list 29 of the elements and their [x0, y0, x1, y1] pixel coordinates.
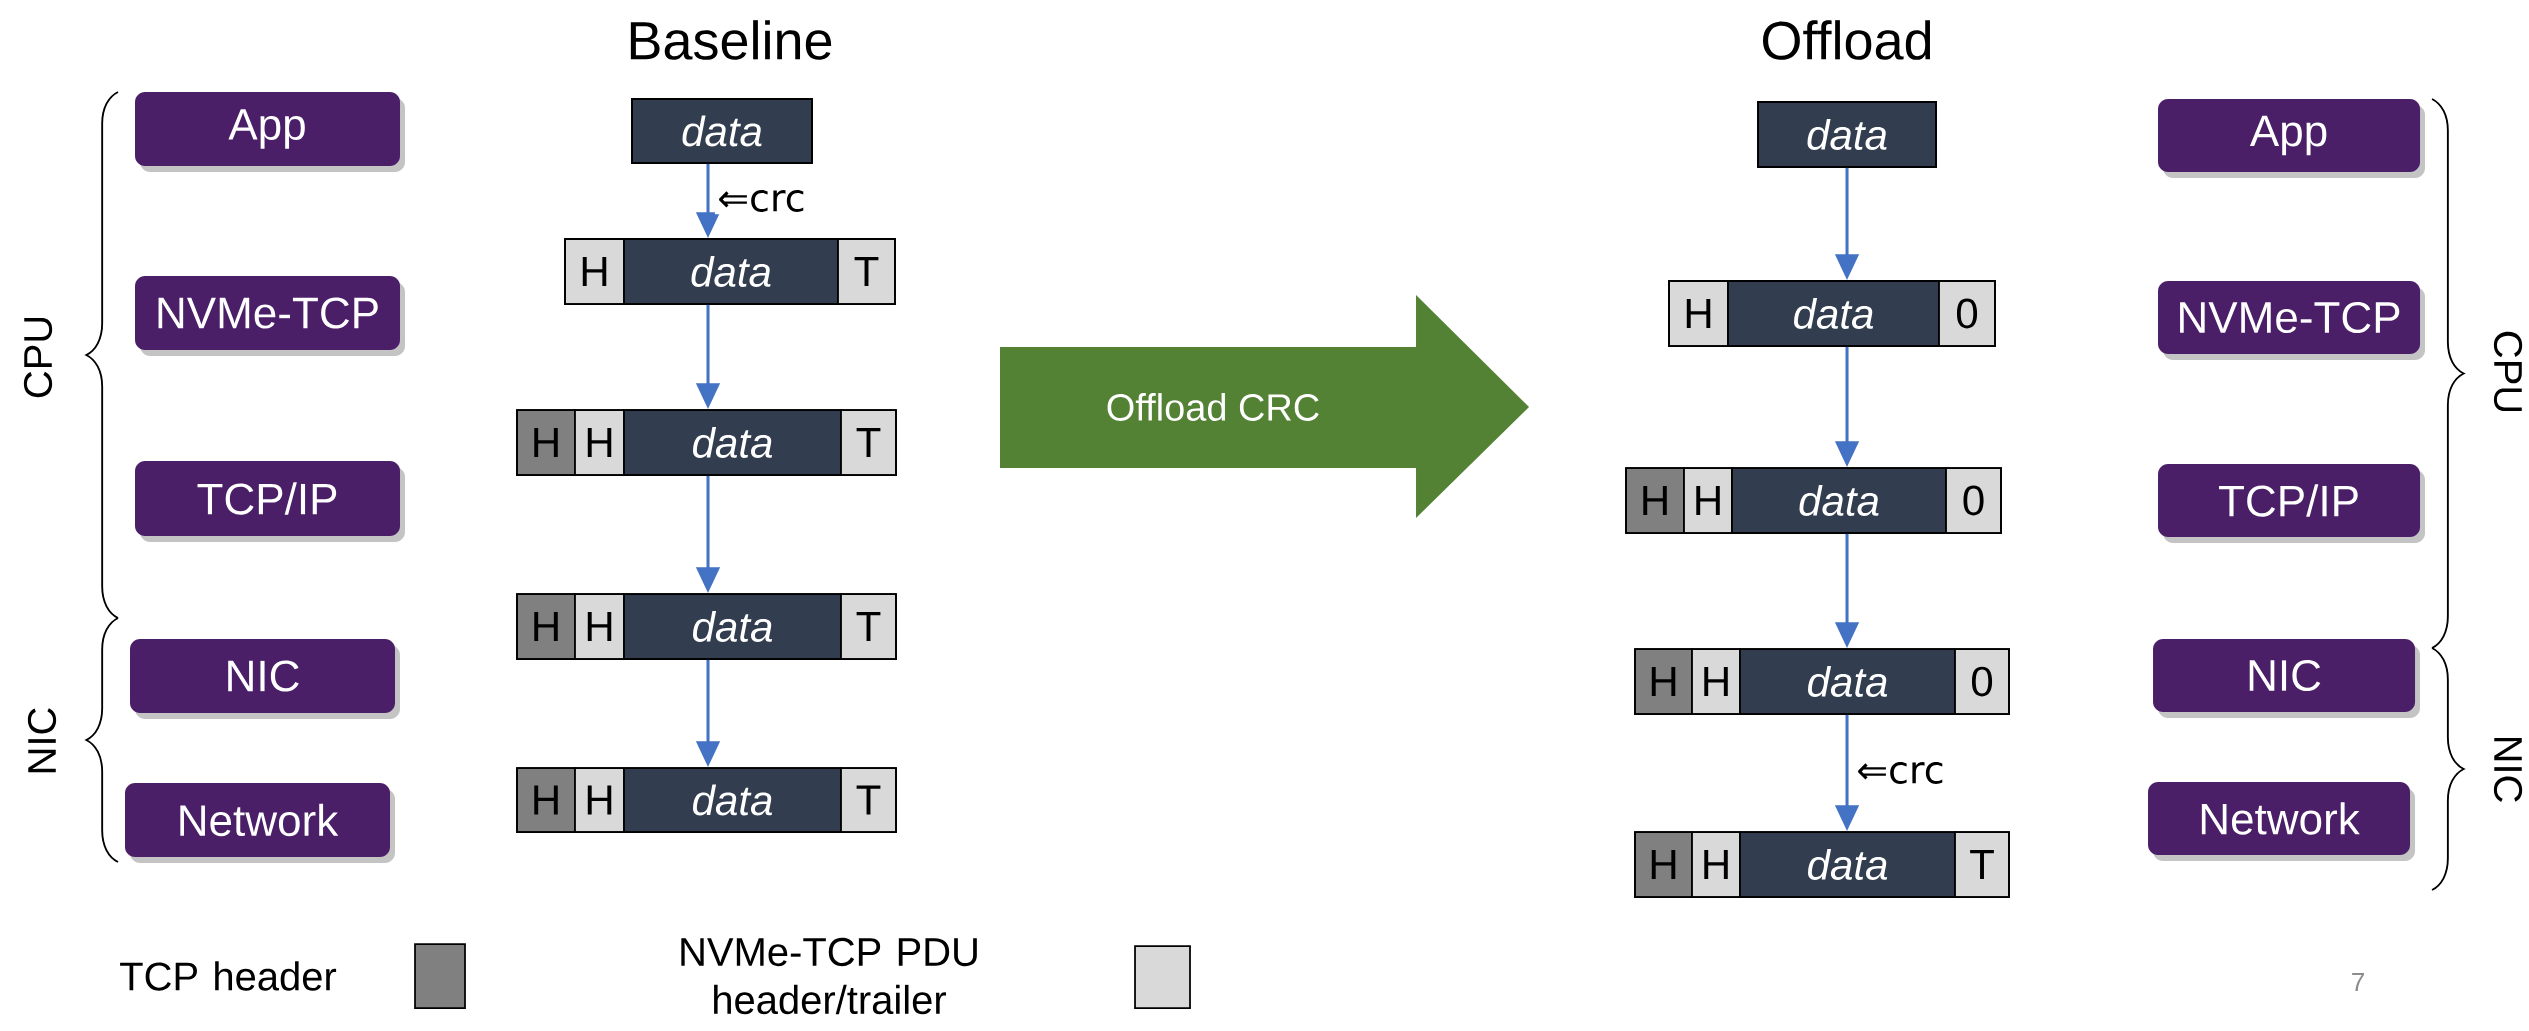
- packet-bar: H H data 0: [1625, 467, 2002, 534]
- brace-label: CPU: [2493, 331, 2523, 412]
- edge-label: ⇐crc: [714, 187, 808, 215]
- layer-box: NVMe-TCP: [135, 276, 405, 356]
- packet-bar: data: [1757, 101, 1937, 168]
- legend-text: TCP header: [120, 961, 337, 991]
- packet-bar: H H data T: [516, 593, 897, 660]
- packet-bar: H data T: [564, 238, 896, 305]
- layer-box: NVMe-TCP: [2158, 281, 2426, 360]
- brace-label: NIC: [27, 708, 57, 773]
- layer-box: TCP/IP: [2158, 464, 2426, 543]
- page-number: 7: [2352, 973, 2364, 991]
- packet-bar: H data 0: [1668, 280, 1996, 347]
- edge-label: ⇐crc: [1853, 759, 1947, 787]
- packet-bar: H H data T: [1634, 831, 2010, 898]
- layer-box: Network: [125, 783, 395, 863]
- packet-bar: H H data 0: [1634, 648, 2010, 715]
- layer-box: TCP/IP: [135, 461, 405, 542]
- brace-label: NIC: [2493, 737, 2523, 802]
- packet-bar: H H data T: [516, 409, 897, 476]
- packet-bar: data: [631, 98, 813, 164]
- legend-text: NVMe-TCP PDU header/trailer: [681, 937, 977, 1015]
- layer-box: NIC: [130, 639, 400, 719]
- layer-box: App: [2158, 99, 2426, 178]
- layer-box: Network: [2148, 782, 2416, 861]
- layer-box: App: [135, 92, 405, 172]
- brace-label: CPU: [23, 317, 53, 398]
- packet-bar: H H data T: [516, 767, 897, 833]
- layer-box: NIC: [2153, 639, 2421, 718]
